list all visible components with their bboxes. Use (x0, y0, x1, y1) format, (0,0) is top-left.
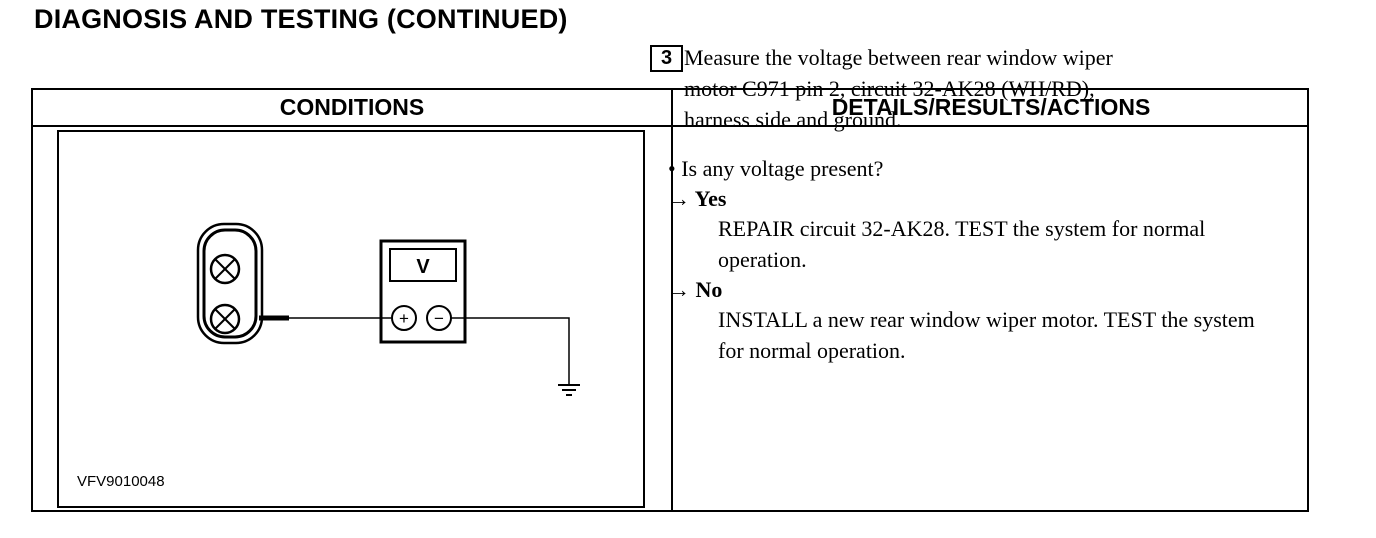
step-line-2: motor C971 pin 2, circuit 32-AK28 (WH/RD… (684, 76, 1095, 101)
step-line-3: harness side and ground. (684, 107, 902, 132)
no-action-line-1: INSTALL a new rear window wiper motor. T… (718, 307, 1156, 332)
wiring-diagram-svg: V + − (196, 222, 580, 396)
voltmeter-body (379, 239, 467, 344)
negative-terminal-label: − (434, 309, 444, 328)
positive-terminal-label: + (399, 309, 409, 328)
positive-terminal-icon (391, 305, 417, 331)
diagnosis-table: CONDITIONS DETAILS/RESULTS/ACTIONS (31, 88, 1309, 512)
conditions-header: CONDITIONS (279, 94, 425, 120)
step-instruction: Measure the voltage between rear window … (684, 42, 1244, 135)
wiring-diagram: V + − VFV9010048 (57, 130, 645, 508)
ground-icon (558, 384, 580, 396)
column-divider (671, 90, 673, 510)
voltmeter-display (389, 248, 457, 282)
no-action-line-2: the system for normal operation. (718, 307, 1255, 363)
answer-yes-label: → Yes (668, 186, 727, 211)
ground-lead-wire (451, 317, 570, 384)
connector-pin-2-icon (209, 303, 241, 335)
step-number-badge: 3 (650, 45, 683, 72)
connector-shell (196, 222, 264, 345)
figure-id: VFV9010048 (77, 473, 165, 490)
step-question: • Is any voltage present? (668, 156, 884, 181)
answer-yes-action: REPAIR circuit 32-AK28. TEST the system … (718, 213, 1278, 275)
page-title: DIAGNOSIS AND TESTING (CONTINUED) (34, 4, 568, 34)
voltmeter-label: V (416, 256, 430, 278)
answer-no-label: → No (668, 277, 723, 302)
yes-action-line-2: normal operation. (718, 216, 1206, 272)
answer-no-action: INSTALL a new rear window wiper motor. T… (718, 304, 1278, 366)
table-header-row: CONDITIONS DETAILS/RESULTS/ACTIONS (33, 90, 1307, 127)
connector-inner-shell (202, 228, 258, 339)
yes-action-line-1: REPAIR circuit 32-AK28. TEST the system … (718, 216, 1138, 241)
details-header: DETAILS/RESULTS/ACTIONS (831, 94, 1151, 120)
connector-pin-1-icon (209, 253, 241, 285)
step-line-1: Measure the voltage between rear window … (684, 45, 1113, 70)
